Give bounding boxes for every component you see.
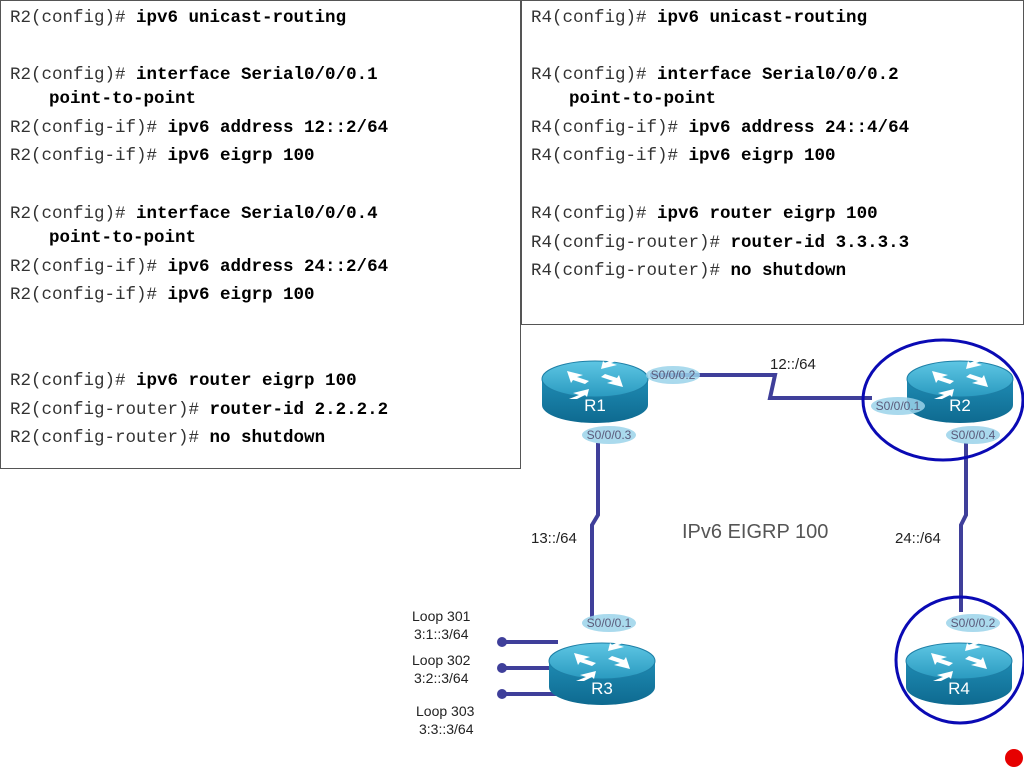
config-line: R2(config-if)# ipv6 address 12::2/64 — [10, 117, 388, 139]
cli-command: ipv6 router eigrp 100 — [657, 204, 878, 224]
config-line: R2(config)# interface Serial0/0/0.1 — [10, 64, 378, 86]
interface-label: S0/0/0.2 — [651, 368, 696, 382]
loopback-address: 3:2::3/64 — [414, 670, 469, 686]
r4-config-panel: R4(config)# ipv6 unicast-routing R4(conf… — [521, 0, 1024, 325]
router-r2-label: R2 — [949, 396, 971, 415]
loopback-name: Loop 303 — [416, 703, 475, 719]
cli-command: interface Serial0/0/0.1 — [136, 65, 378, 85]
loopback-name: Loop 302 — [412, 652, 471, 668]
cli-prompt: R4(config-router)# — [531, 233, 731, 253]
r2-config-panel: R2(config)# ipv6 unicast-routing R2(conf… — [0, 0, 521, 469]
diagram-title: IPv6 EIGRP 100 — [682, 521, 828, 543]
config-line: point-to-point — [49, 88, 196, 110]
cli-prompt: R2(config-if)# — [10, 285, 168, 305]
cli-prompt: R4(config-router)# — [531, 261, 731, 281]
cli-command: ipv6 router eigrp 100 — [136, 371, 357, 391]
cli-prompt: R4(config)# — [531, 8, 658, 28]
cli-command: ipv6 unicast-routing — [136, 8, 347, 28]
config-line: R2(config-router)# no shutdown — [10, 427, 325, 449]
link-r1-r2-label: 12::/64 — [770, 356, 816, 373]
cli-prompt: R2(config)# — [10, 8, 137, 28]
cli-command: ipv6 address 24::2/64 — [167, 257, 389, 277]
loopback-links — [502, 640, 558, 696]
link-r1-r3 — [590, 443, 600, 620]
router-r4-label: R4 — [948, 679, 970, 698]
cli-command: ipv6 eigrp 100 — [167, 146, 315, 166]
cli-command: ipv6 address 24::4/64 — [688, 118, 910, 138]
config-line: point-to-point — [569, 88, 716, 110]
cli-prompt: R2(config-router)# — [10, 428, 210, 448]
link-r1-r3-label: 13::/64 — [531, 530, 577, 547]
config-line: R4(config-if)# ipv6 address 24::4/64 — [531, 117, 909, 139]
link-r2-r4-label: 24::/64 — [895, 530, 941, 547]
config-line: R2(config-if)# ipv6 address 24::2/64 — [10, 256, 388, 278]
cli-prompt: R2(config-if)# — [10, 257, 168, 277]
cli-command: router-id 3.3.3.3 — [730, 233, 910, 253]
loopback-302-dot — [497, 663, 507, 673]
config-line: R2(config-router)# router-id 2.2.2.2 — [10, 399, 388, 421]
config-line: point-to-point — [49, 227, 196, 249]
config-line: R2(config-if)# ipv6 eigrp 100 — [10, 284, 315, 306]
loopback-name: Loop 301 — [412, 608, 471, 624]
cli-command: no shutdown — [730, 261, 847, 281]
loopback-303-dot — [497, 689, 507, 699]
cli-command: point-to-point — [49, 89, 197, 109]
loopback-address: 3:3::3/64 — [419, 721, 474, 737]
loopback-301-dot — [497, 637, 507, 647]
cli-prompt: R2(config)# — [10, 65, 137, 85]
red-marker-dot — [1005, 749, 1023, 767]
cli-command: ipv6 eigrp 100 — [167, 285, 315, 305]
config-line: R4(config)# interface Serial0/0/0.2 — [531, 64, 899, 86]
cli-command: point-to-point — [569, 89, 717, 109]
cli-command: ipv6 eigrp 100 — [688, 146, 836, 166]
config-line: R4(config-if)# ipv6 eigrp 100 — [531, 145, 836, 167]
cli-prompt: R4(config-if)# — [531, 118, 689, 138]
link-r2-r4 — [959, 443, 968, 612]
cli-command: interface Serial0/0/0.2 — [657, 65, 899, 85]
interface-label: S0/0/0.4 — [951, 428, 996, 442]
router-r3-label: R3 — [591, 679, 613, 698]
cli-prompt: R2(config)# — [10, 371, 137, 391]
config-line: R4(config)# ipv6 unicast-routing — [531, 7, 867, 29]
config-line: R4(config-router)# router-id 3.3.3.3 — [531, 232, 909, 254]
config-line: R4(config-router)# no shutdown — [531, 260, 846, 282]
link-r1-r2 — [650, 373, 872, 400]
router-r1-label: R1 — [584, 396, 606, 415]
config-line: R2(config)# interface Serial0/0/0.4 — [10, 203, 378, 225]
cli-prompt: R4(config-if)# — [531, 146, 689, 166]
loopback-dots — [497, 637, 507, 699]
links — [590, 373, 968, 620]
interface-label: S0/0/0.1 — [587, 616, 632, 630]
cli-prompt: R2(config)# — [10, 204, 137, 224]
interface-label: S0/0/0.1 — [876, 399, 921, 413]
cli-command: ipv6 address 12::2/64 — [167, 118, 389, 138]
config-line: R2(config)# ipv6 unicast-routing — [10, 7, 346, 29]
cli-prompt: R2(config-router)# — [10, 400, 210, 420]
cli-command: ipv6 unicast-routing — [657, 8, 868, 28]
cli-command: router-id 2.2.2.2 — [209, 400, 389, 420]
r4-highlight-circle — [894, 595, 1024, 725]
config-line: R2(config-if)# ipv6 eigrp 100 — [10, 145, 315, 167]
config-line: R2(config)# ipv6 router eigrp 100 — [10, 370, 357, 392]
cli-command: no shutdown — [209, 428, 326, 448]
loopback-address: 3:1::3/64 — [414, 626, 469, 642]
cli-command: point-to-point — [49, 228, 197, 248]
interface-label: S0/0/0.3 — [587, 428, 632, 442]
cli-prompt: R4(config)# — [531, 65, 658, 85]
cli-prompt: R4(config)# — [531, 204, 658, 224]
config-line: R4(config)# ipv6 router eigrp 100 — [531, 203, 878, 225]
cli-prompt: R2(config-if)# — [10, 118, 168, 138]
cli-prompt: R2(config-if)# — [10, 146, 168, 166]
cli-command: interface Serial0/0/0.4 — [136, 204, 378, 224]
r2-highlight-circle — [861, 338, 1024, 462]
interface-label: S0/0/0.2 — [951, 616, 996, 630]
